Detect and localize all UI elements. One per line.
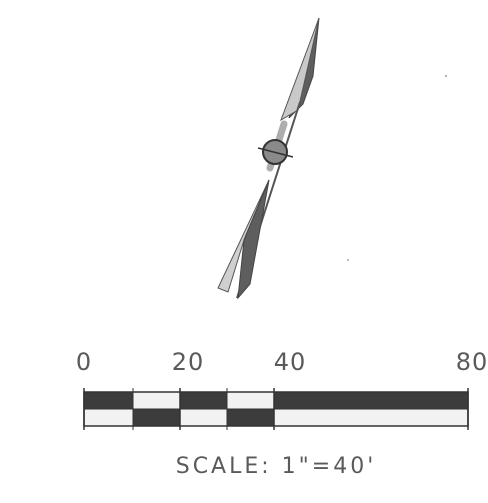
scale-bar	[83, 388, 469, 430]
scale-seg-lower-2	[133, 409, 180, 426]
scale-tick-label-0: 0	[75, 348, 93, 376]
scale-seg-lower-4	[227, 409, 274, 426]
north-arrow-lower-head-dark	[237, 179, 270, 300]
scale-seg-upper-4	[227, 392, 274, 409]
scale-seg-lower-5	[274, 409, 468, 426]
scale-seg-upper-5	[274, 392, 468, 409]
north-arrow-upper-head-light	[280, 17, 320, 122]
scale-caption: SCALE: 1"=40'	[175, 454, 377, 479]
scale-seg-upper-1	[84, 392, 133, 409]
paper-speck	[347, 259, 349, 261]
scale-tick-label-80: 80	[455, 348, 488, 376]
scale-seg-lower-1	[84, 409, 133, 426]
scale-tick-label-40: 40	[273, 348, 307, 376]
scale-tick-label-20: 20	[171, 348, 205, 376]
paper-speck	[445, 75, 447, 77]
scale-seg-upper-3	[180, 392, 227, 409]
scale-seg-upper-2	[133, 392, 180, 409]
scale-seg-lower-3	[180, 409, 227, 426]
north-arrow-crosshair	[257, 147, 294, 158]
north-arrow-icon	[217, 17, 447, 300]
